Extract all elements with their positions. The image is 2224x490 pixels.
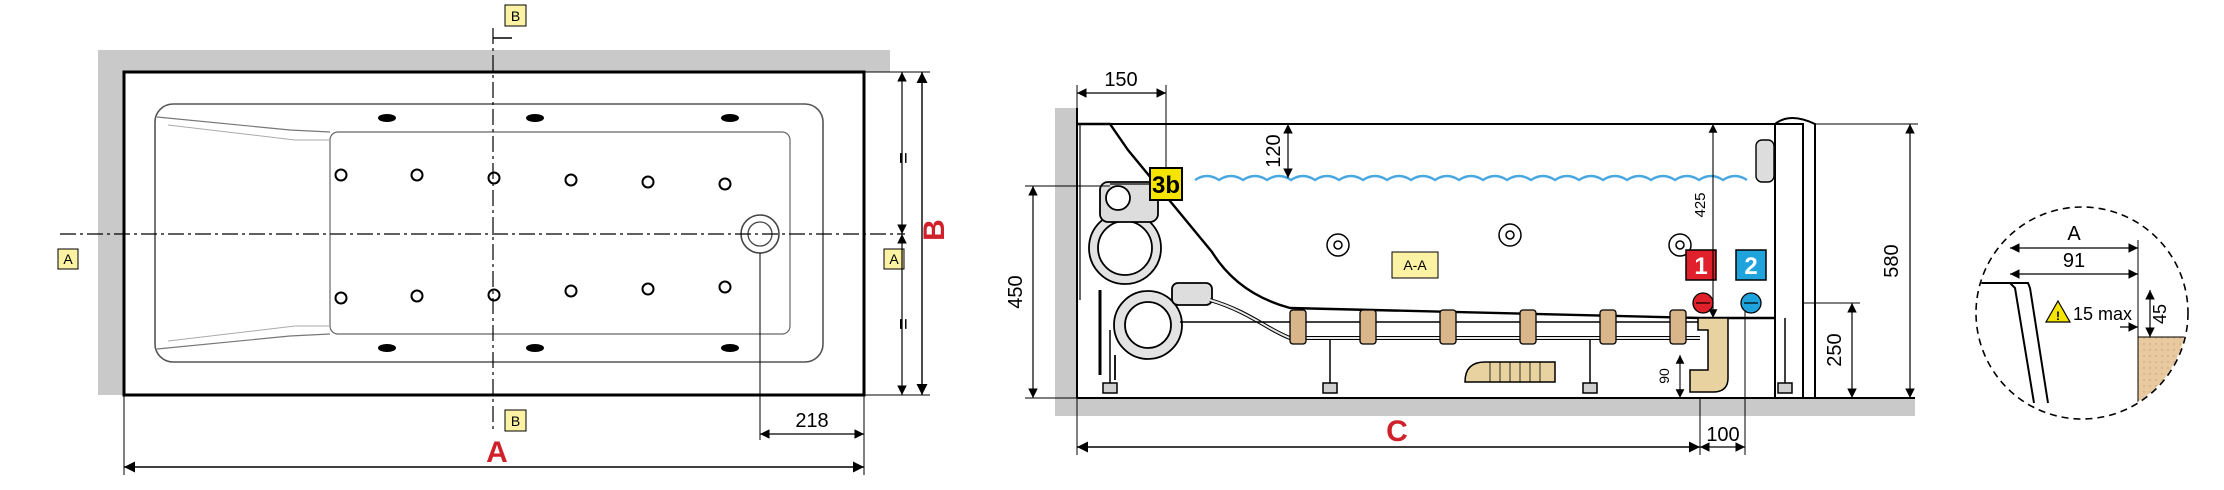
equal-mark-bottom: = <box>893 318 915 330</box>
section-tag-a-left-label: A <box>63 251 73 267</box>
dimension-120-label: 120 <box>1263 134 1285 167</box>
detail-view: A 91 ! 15 max 45 <box>1975 206 2189 420</box>
dimension-b-label: B <box>918 219 951 241</box>
tub-backrest-inner <box>167 124 330 342</box>
badge-3b-label: 3b <box>1152 172 1180 199</box>
badge-2-label: 2 <box>1744 253 1757 280</box>
section-label-box <box>1391 251 1439 279</box>
support-legs <box>1102 318 1793 394</box>
dimension-580-label: 580 <box>1881 244 1903 277</box>
cold-water-valve-icon <box>1740 292 1762 314</box>
dimension-218-label: 218 <box>795 410 828 432</box>
section-tag-a-left <box>57 248 79 270</box>
detail-dimension-45-label: 45 <box>2150 304 2170 324</box>
jet-row-top <box>334 168 732 191</box>
jet-row-bottom <box>334 280 732 305</box>
section-jets <box>1326 223 1692 257</box>
tub-floor <box>329 131 791 335</box>
detail-dimension-a-label: A <box>2067 223 2081 245</box>
equal-mark-top: = <box>893 152 915 164</box>
badge-1-label: 1 <box>1694 253 1707 280</box>
badge-2 <box>1735 249 1767 281</box>
drain-trap <box>1689 317 1729 393</box>
tub-backrest <box>156 116 331 350</box>
wall-tile-section <box>2137 336 2187 418</box>
tub-basin <box>154 103 824 363</box>
dimension-90-label: 90 <box>1656 368 1672 384</box>
section-tag-b-top-label: B <box>511 8 520 24</box>
rim-jets <box>378 114 739 352</box>
detail-circle <box>1975 206 2189 420</box>
section-label: A-A <box>1403 257 1427 273</box>
dimension-c-label: C <box>1386 415 1408 448</box>
water-surface <box>1194 174 1748 182</box>
pump-motor-icon <box>1088 181 1213 380</box>
plan-view: B B A A = = B A 218 <box>57 4 951 475</box>
dimension-450-label: 450 <box>1005 275 1027 308</box>
warning-triangle-icon: ! <box>2044 299 2072 323</box>
section-tag-b-bottom-label: B <box>511 413 520 429</box>
end-panel <box>1774 123 1804 399</box>
dimension-a-label: A <box>486 436 508 469</box>
dimension-100-label: 100 <box>1706 424 1739 446</box>
detail-dimension-91-label: 91 <box>2063 250 2085 272</box>
tub-section-body <box>1077 122 1784 320</box>
dimension-250-label: 250 <box>1824 333 1846 366</box>
dimension-425-label: 425 <box>1692 192 1709 217</box>
dimension-150-label: 150 <box>1104 69 1137 91</box>
detail-dimension-15-label: 15 max <box>2073 304 2132 324</box>
overflow-icon <box>1755 139 1775 183</box>
section-tag-b-top <box>504 4 527 27</box>
svg-text:!: ! <box>2056 309 2060 323</box>
pipe-fittings <box>1289 309 1687 345</box>
section-tag-a-right-label: A <box>889 251 899 267</box>
section-view: 3b 1 2 A-A 150 120 425 450 580 250 <box>1005 69 1918 455</box>
section-tag-b-bottom <box>504 409 527 432</box>
hot-water-valve-icon <box>1692 292 1714 314</box>
